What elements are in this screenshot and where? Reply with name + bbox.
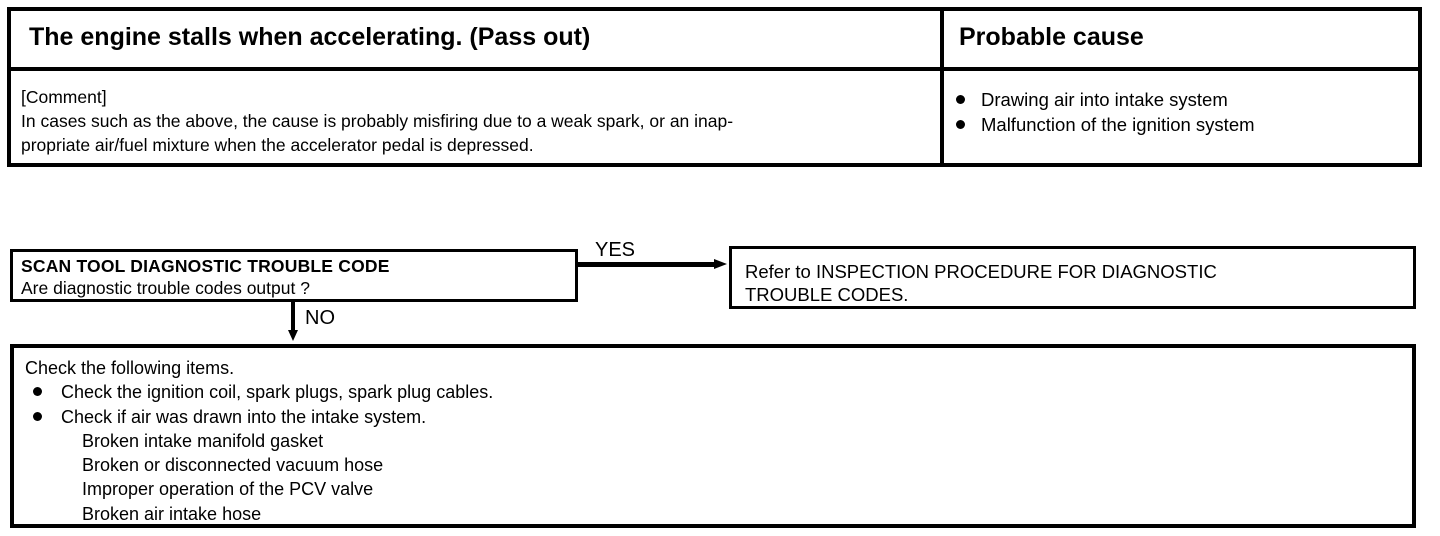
dtc-question-text: Are diagnostic trouble codes output ? bbox=[21, 278, 310, 298]
symptom-table-header-row bbox=[11, 11, 1418, 71]
cause-item-text: Malfunction of the ignition system bbox=[981, 114, 1255, 135]
comment-label: [Comment] bbox=[21, 87, 107, 107]
refer-box: Refer to INSPECTION PROCEDURE FOR DIAGNO… bbox=[729, 246, 1416, 309]
check-sub-item: Broken air intake hose bbox=[82, 503, 262, 524]
check-items-content: Check the following items. Check the ign… bbox=[25, 356, 493, 526]
comment-line: propriate air/fuel mixture when the acce… bbox=[21, 135, 534, 155]
arrow-down-icon bbox=[288, 330, 298, 341]
bullet-icon bbox=[956, 120, 965, 129]
refer-line: TROUBLE CODES. bbox=[745, 284, 909, 305]
check-item: Check the ignition coil, spark plugs, sp… bbox=[25, 380, 493, 404]
table-column-divider bbox=[940, 11, 944, 163]
cause-item-text: Drawing air into intake system bbox=[981, 89, 1228, 110]
no-label: NO bbox=[305, 307, 335, 329]
bullet-icon bbox=[33, 411, 42, 421]
arrow-right-icon bbox=[714, 259, 727, 269]
check-sub-item: Broken intake manifold gasket bbox=[82, 430, 324, 451]
cause-item: Drawing air into intake system bbox=[956, 87, 1255, 112]
symptom-table: The engine stalls when accelerating. (Pa… bbox=[7, 7, 1422, 167]
bullet-icon bbox=[956, 95, 965, 104]
no-connector-line bbox=[291, 302, 295, 332]
check-item-text: Check the ignition coil, spark plugs, sp… bbox=[61, 382, 494, 403]
check-item: Check if air was drawn into the intake s… bbox=[25, 405, 493, 429]
probable-cause-list: Drawing air into intake system Malfuncti… bbox=[956, 87, 1255, 137]
check-intro: Check the following items. bbox=[25, 358, 235, 378]
refer-text: Refer to INSPECTION PROCEDURE FOR DIAGNO… bbox=[745, 260, 1217, 306]
check-sub-item: Broken or disconnected vacuum hose bbox=[82, 455, 384, 476]
check-items-box: Check the following items. Check the ign… bbox=[10, 344, 1416, 528]
cause-item: Malfunction of the ignition system bbox=[956, 112, 1255, 137]
symptom-title: The engine stalls when accelerating. (Pa… bbox=[29, 23, 591, 51]
yes-label: YES bbox=[595, 239, 636, 261]
check-sub-item: Improper operation of the PCV valve bbox=[82, 479, 374, 500]
comment-line: In cases such as the above, the cause is… bbox=[21, 111, 734, 131]
refer-line: Refer to INSPECTION PROCEDURE FOR DIAGNO… bbox=[745, 261, 1217, 282]
dtc-question-box: SCAN TOOL DIAGNOSTIC TROUBLE CODE Are di… bbox=[10, 249, 578, 302]
yes-connector-line bbox=[578, 262, 716, 267]
comment-block: [Comment] In cases such as the above, th… bbox=[21, 85, 926, 157]
check-item-text: Check if air was drawn into the intake s… bbox=[61, 406, 427, 427]
probable-cause-heading: Probable cause bbox=[959, 23, 1144, 51]
bullet-icon bbox=[33, 387, 42, 397]
dtc-question-title: SCAN TOOL DIAGNOSTIC TROUBLE CODE bbox=[21, 256, 390, 276]
